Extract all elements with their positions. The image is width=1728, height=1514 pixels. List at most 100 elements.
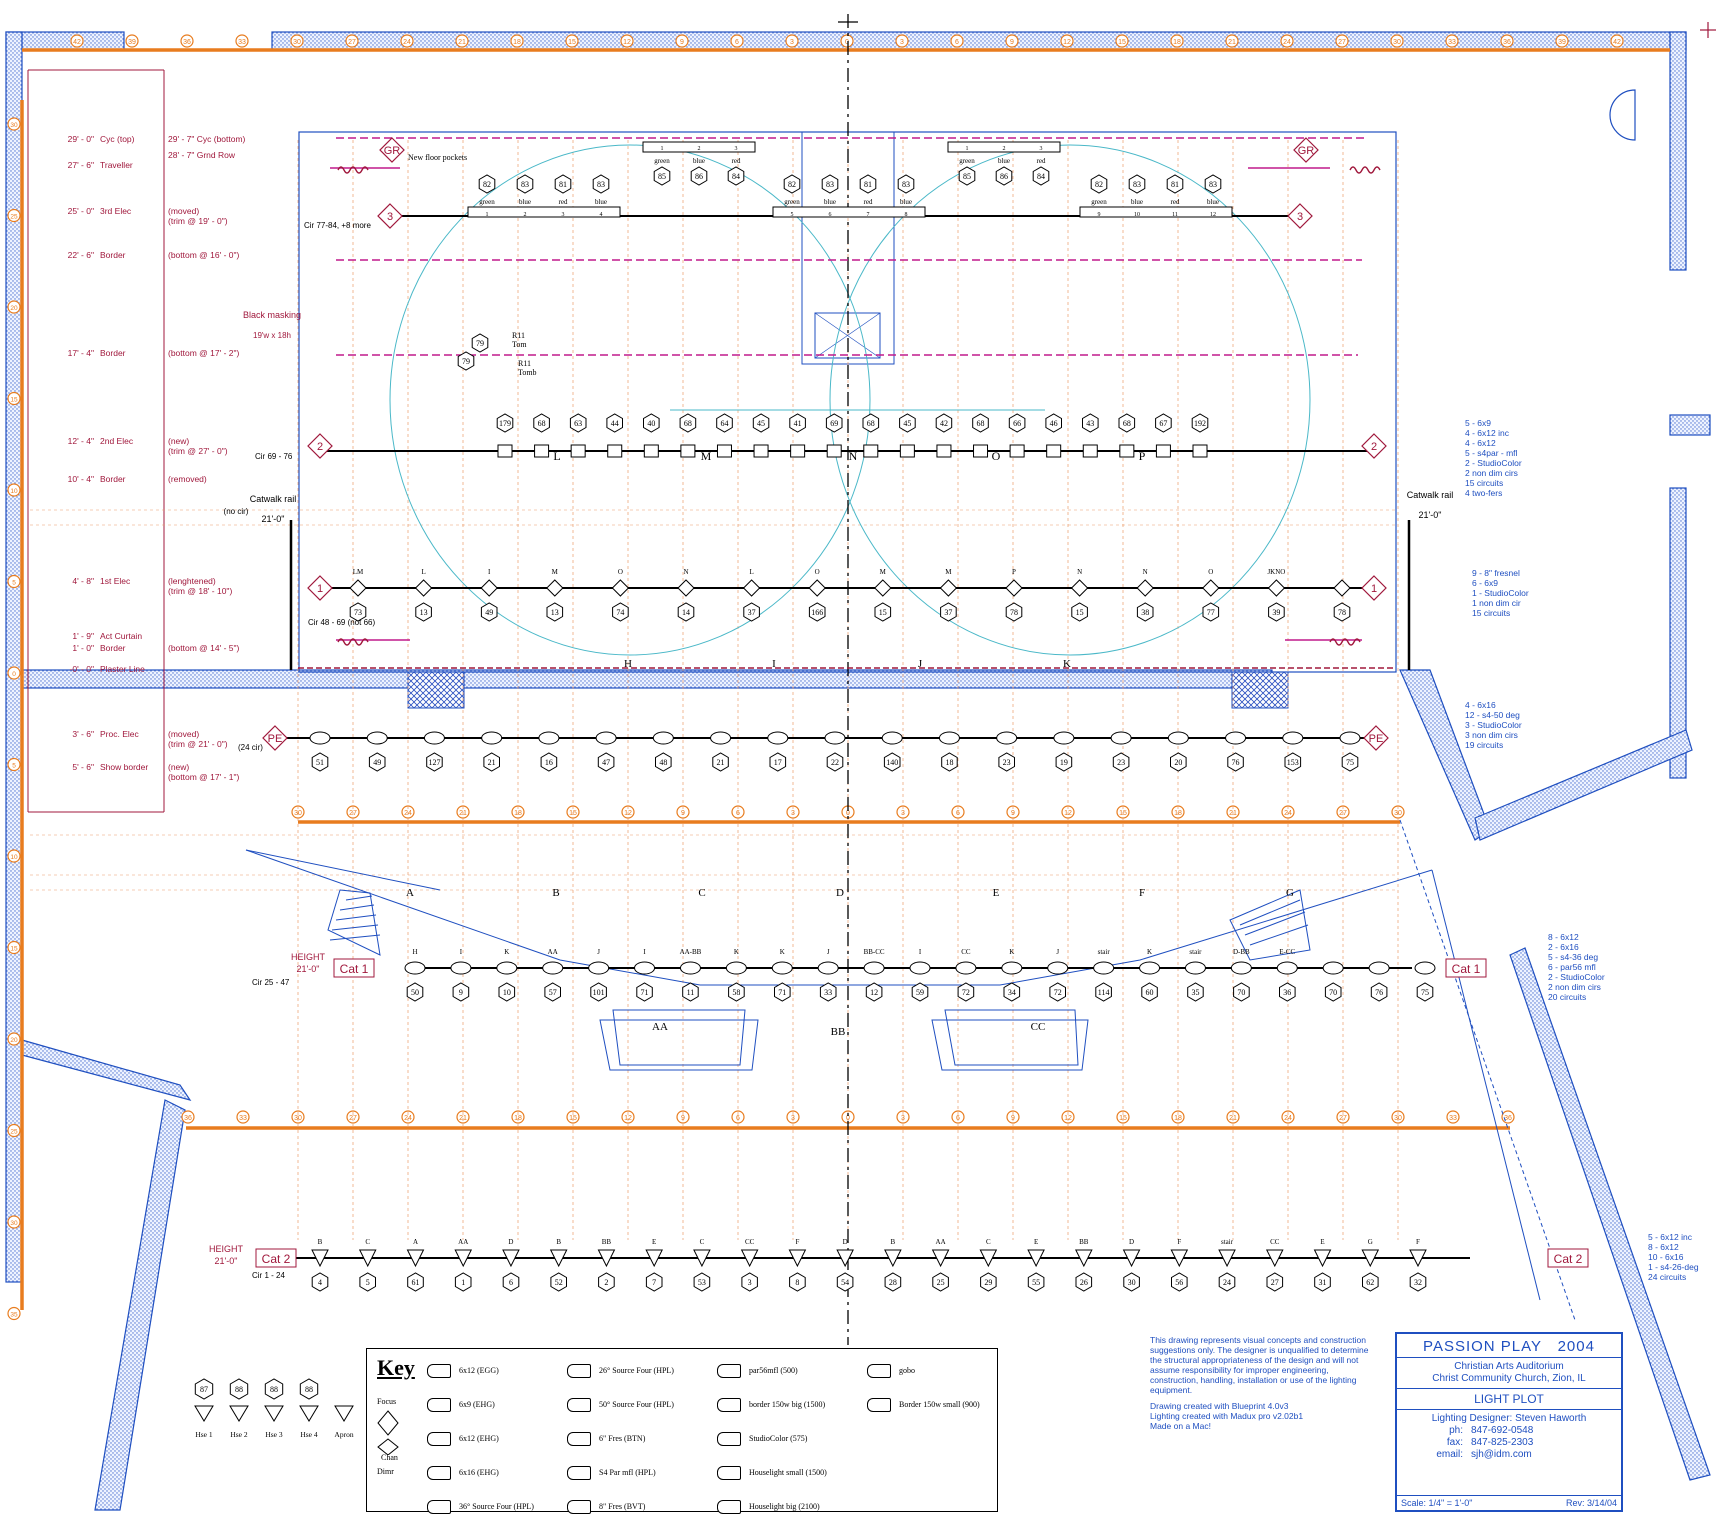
- summary-line: 15 circuits: [1465, 478, 1504, 488]
- channel-hex: [311, 1272, 329, 1292]
- fixture-symbol: [546, 579, 564, 597]
- channel-number: 51: [316, 758, 324, 767]
- section-distance: 4' - 8": [72, 576, 94, 586]
- section-distance: 22' - 6": [68, 250, 94, 260]
- channel-number: 127: [428, 758, 440, 767]
- pipe-tag-gr: [379, 137, 405, 163]
- dimension-mark: [401, 1110, 415, 1124]
- channel-number: 68: [538, 419, 546, 428]
- section-note: (new): [168, 436, 189, 446]
- dimension-mark: [895, 34, 909, 48]
- channel-hex: [655, 752, 672, 772]
- channel-number: 75: [1346, 758, 1354, 767]
- channel-number: 13: [420, 608, 428, 617]
- channel-hex: [958, 166, 976, 186]
- height-value: 21'-0": [215, 1256, 238, 1266]
- focus-circles: [389, 144, 1311, 656]
- summary-line: 3 non dim cirs: [1465, 730, 1518, 740]
- dimension-label: 21: [1228, 39, 1236, 46]
- channel-hex: [789, 413, 806, 433]
- channel-hex: [498, 982, 516, 1002]
- dimension-mark: [236, 1110, 250, 1124]
- height-value: 21'-0": [297, 964, 320, 974]
- channel-hex: [769, 752, 787, 772]
- channel-hex: [1409, 1272, 1427, 1292]
- fixture-focus: F: [795, 1238, 799, 1246]
- pipe-tag-1: [1361, 575, 1387, 601]
- channel-hex: [693, 1272, 711, 1292]
- fixture-focus: AA: [548, 948, 558, 956]
- pipe-tag-1-label: 1: [1371, 583, 1377, 595]
- channel-hex: [1191, 413, 1209, 433]
- channel-number: 55: [1032, 1278, 1040, 1287]
- channel-number: 2: [604, 1278, 608, 1287]
- channel-number: 20: [1174, 758, 1182, 767]
- section-name: Border: [100, 250, 126, 260]
- summary-line: 2 - 6x16: [1548, 942, 1579, 952]
- crosshair-mark: [1700, 22, 1716, 38]
- circuit-number: 1: [486, 212, 489, 218]
- section-name: Show border: [100, 762, 148, 772]
- channel-hex: [897, 174, 915, 194]
- summary-line: 10 - 6x16: [1648, 1252, 1684, 1262]
- channel-number: 58: [732, 988, 740, 997]
- channel-number: 15: [879, 608, 887, 617]
- dimension-label: 21: [458, 39, 466, 46]
- channel-number: 68: [867, 419, 875, 428]
- channel-number: 166: [811, 608, 823, 617]
- gel-color: blue: [1131, 198, 1143, 206]
- key-item-label: gobo: [899, 1366, 915, 1375]
- dimension-label: 15: [1118, 39, 1126, 46]
- designer-contact: Lighting Designer: Steven Haworth ph:847…: [1397, 1410, 1621, 1464]
- groundrow-light: [947, 141, 1061, 153]
- channel-hex: [1075, 1272, 1093, 1292]
- channel-hex: [865, 982, 883, 1002]
- pipe-tag-cat2: [255, 1248, 297, 1268]
- channel-number: 84: [732, 172, 740, 181]
- fixture-focus: K: [780, 948, 785, 956]
- channel-hex: [612, 602, 629, 622]
- circuit-range: Cir 69 - 76: [255, 452, 293, 461]
- catwalk-height: 21'-0": [262, 514, 285, 524]
- fixture-focus: CC: [745, 1238, 755, 1246]
- fixture-symbol: [534, 444, 550, 458]
- dimension-label: 18: [513, 39, 521, 46]
- fixture-symbol: [909, 961, 931, 975]
- fixture-symbol: [454, 1249, 473, 1268]
- channel-hex: [1118, 413, 1136, 433]
- houselight-hex: [299, 1378, 319, 1400]
- channel-number: 19: [1060, 758, 1068, 767]
- fixture-focus: E-CC: [1279, 948, 1295, 956]
- key-item-label: Houselight small (1500): [749, 1468, 827, 1477]
- fixture-symbol: [481, 731, 503, 745]
- section-note: (bottom @ 14' - 5"): [168, 643, 240, 653]
- tomb-label: Tom: [512, 340, 527, 349]
- groundrow-light: [642, 141, 756, 153]
- channel-number: 140: [886, 758, 898, 767]
- area-letter: B: [552, 887, 559, 899]
- fixture-focus: E: [1320, 1238, 1324, 1246]
- channel-number: 22: [831, 758, 839, 767]
- channel-hex: [821, 174, 839, 194]
- channel-hex: [1284, 752, 1302, 772]
- dimension-mark: [7, 849, 21, 863]
- fixture-focus: M: [945, 568, 952, 576]
- fixture-symbol: [979, 1249, 998, 1268]
- channel-number: 6: [509, 1278, 513, 1287]
- summary-line: 4 - 6x12 inc: [1465, 428, 1509, 438]
- channel-number: 38: [1141, 608, 1149, 617]
- fixture-symbol: [1202, 579, 1220, 597]
- channel-number: 35: [1191, 988, 1199, 997]
- channel-number: 53: [698, 1278, 706, 1287]
- channel-hex: [884, 1272, 902, 1292]
- channel-hex: [690, 166, 708, 186]
- area-letter: E: [993, 887, 1000, 899]
- channel-number: 114: [1098, 988, 1110, 997]
- channel-number: 14: [682, 608, 690, 617]
- section-note: 29' - 7" Cyc (bottom): [168, 134, 246, 144]
- section-distance: 5' - 6": [72, 762, 94, 772]
- pipe-tag-pe-label: PE: [1369, 733, 1384, 745]
